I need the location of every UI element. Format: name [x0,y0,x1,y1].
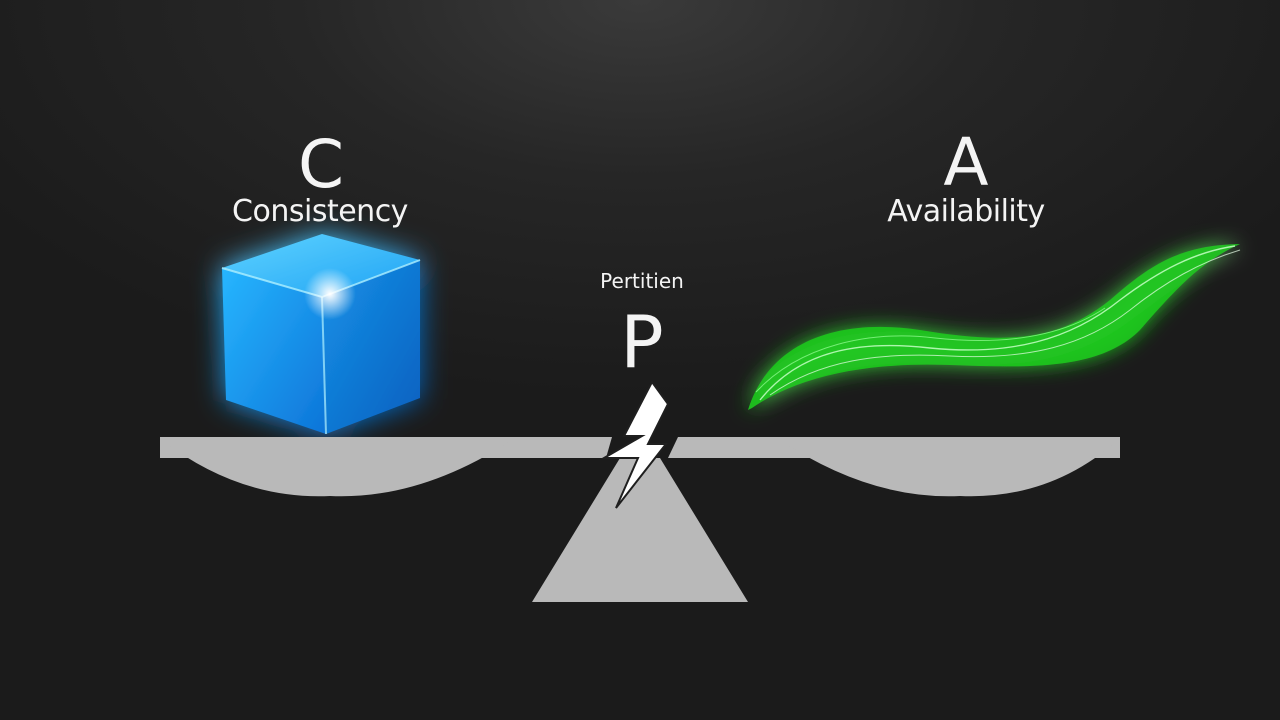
availability-letter: A [943,124,989,201]
consistency-label: Consistency [232,194,408,229]
consistency-cube-icon [221,234,421,435]
availability-wave-icon [748,244,1241,410]
right-scale-pan [780,440,1118,497]
scale-fulcrum [532,458,748,602]
consistency-letter: C [297,126,345,203]
lightning-bolt-icon [600,380,670,509]
partition-letter: P [620,300,664,384]
availability-label: Availability [887,194,1045,229]
partition-label: Pertitien [600,269,684,293]
left-scale-pan [162,440,512,497]
